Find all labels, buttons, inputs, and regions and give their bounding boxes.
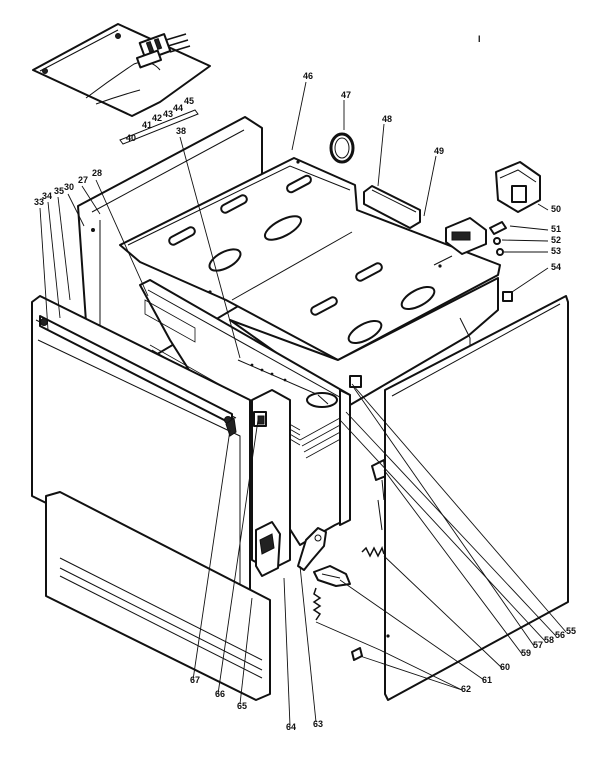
callout-48: 48 xyxy=(382,114,392,124)
callout-50: 50 xyxy=(551,204,561,214)
door-hinge xyxy=(255,521,281,577)
callout-65: 65 xyxy=(237,701,247,711)
callout-63: 63 xyxy=(313,719,323,729)
callout-34: 34 xyxy=(42,191,52,201)
callout-49: 49 xyxy=(434,146,444,156)
callout-42: 42 xyxy=(152,113,162,123)
hinge-spring xyxy=(312,546,385,621)
callout-53: 53 xyxy=(551,246,561,256)
callout-43: 43 xyxy=(163,109,173,119)
leader-lines xyxy=(39,81,567,727)
callout-58: 58 xyxy=(544,635,554,645)
hinge-link xyxy=(297,527,327,571)
callout-60: 60 xyxy=(500,662,510,672)
callout-62: 62 xyxy=(461,684,471,694)
callout-45: 45 xyxy=(184,96,194,106)
callout-64: 64 xyxy=(286,722,296,732)
callout-55: 55 xyxy=(566,626,576,636)
callout-66: 66 xyxy=(215,689,225,699)
callout-47: 47 xyxy=(341,90,351,100)
callout-35: 35 xyxy=(54,186,64,196)
oven-door xyxy=(31,295,271,701)
page-marker: I xyxy=(478,34,481,44)
callout-46: 46 xyxy=(303,71,313,81)
receptacle-block xyxy=(445,217,487,255)
callout-57: 57 xyxy=(533,640,543,650)
callout-38: 38 xyxy=(176,126,186,136)
callout-44: 44 xyxy=(173,103,183,113)
callout-51: 51 xyxy=(551,224,561,234)
callout-59: 59 xyxy=(521,648,531,658)
callout-28: 28 xyxy=(92,168,102,178)
callout-61: 61 xyxy=(482,675,492,685)
right-side-panel xyxy=(384,295,569,701)
callout-40: 40 xyxy=(126,133,136,143)
control-panel-assembly xyxy=(32,23,211,145)
callout-67: 67 xyxy=(190,675,200,685)
callout-41: 41 xyxy=(142,120,152,130)
top-panel xyxy=(119,157,501,361)
small-fasteners xyxy=(489,221,513,302)
callout-54: 54 xyxy=(551,262,561,272)
latch-parts xyxy=(349,375,387,531)
callout-27: 27 xyxy=(78,175,88,185)
hinge-pin xyxy=(351,647,363,661)
bracket xyxy=(363,185,421,229)
ring-gasket xyxy=(329,132,355,164)
callout-33: 33 xyxy=(34,197,44,207)
terminal-block xyxy=(135,33,191,69)
door-side-panel xyxy=(251,389,291,571)
switch-housing xyxy=(495,161,541,213)
callout-56: 56 xyxy=(555,630,565,640)
callout-30: 30 xyxy=(64,182,74,192)
callout-52: 52 xyxy=(551,235,561,245)
